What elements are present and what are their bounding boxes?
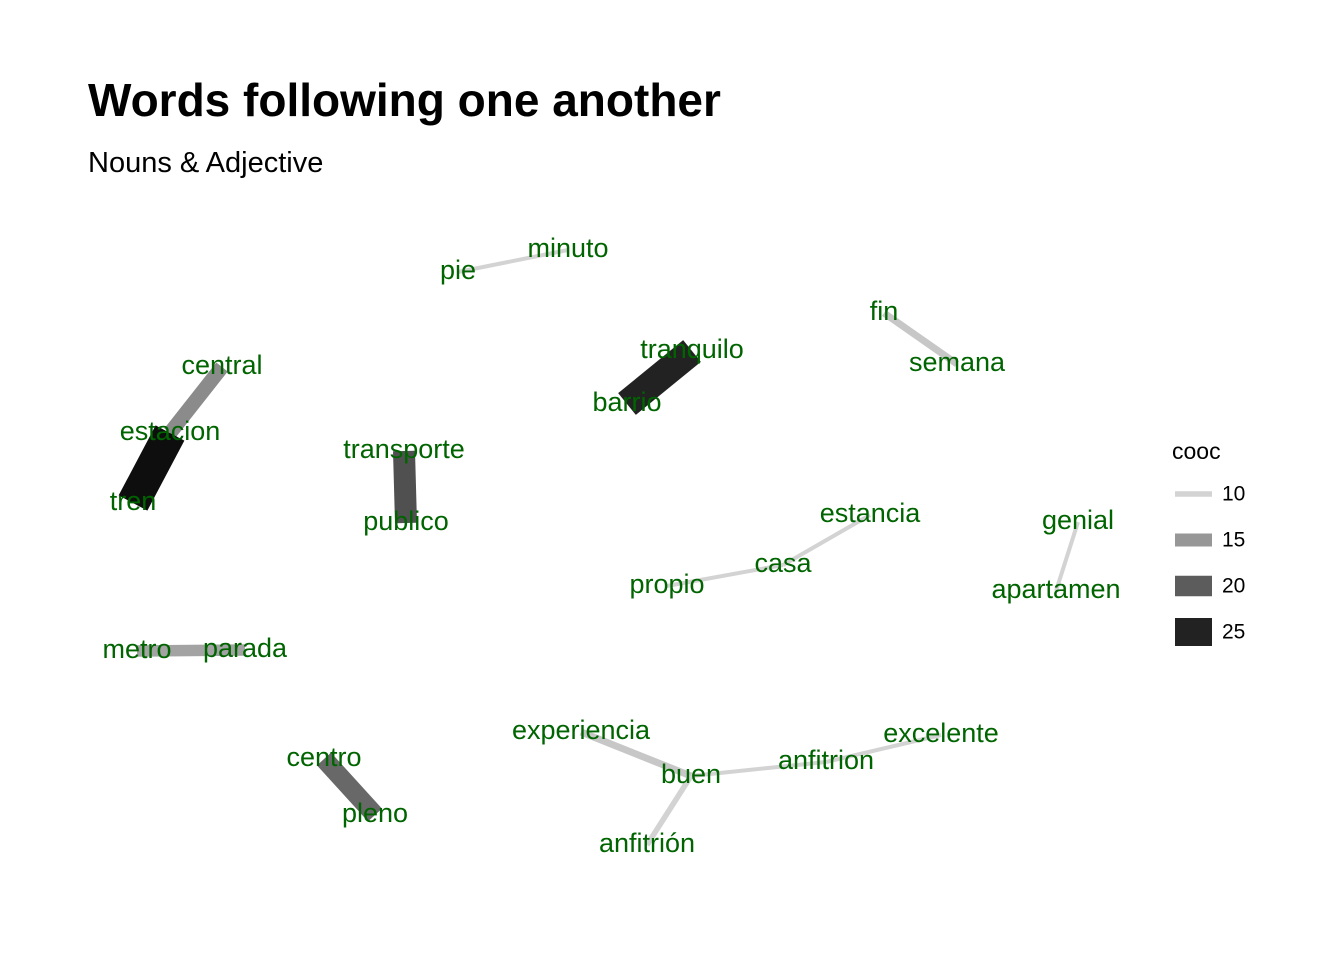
edge-fin-semana (881, 310, 960, 367)
node-label-excelente: excelente (883, 718, 999, 748)
node-label-pleno: pleno (342, 798, 408, 828)
legend-key-20 (1175, 575, 1212, 597)
legend-title: cooc (1172, 438, 1221, 464)
legend-label-10: 10 (1222, 483, 1245, 506)
edge-propio-casa (666, 563, 784, 588)
node-label-centro: centro (286, 742, 361, 772)
node-label-buen: buen (661, 759, 721, 789)
node-label-estancia: estancia (820, 498, 922, 528)
node-label-pie: pie (440, 255, 476, 285)
edge-centro-pleno (316, 752, 383, 822)
edge-buen-anfitrion (690, 760, 827, 778)
node-label-estacion: estacion (120, 416, 221, 446)
node-label-metro: metro (102, 634, 171, 664)
node-label-semana: semana (909, 347, 1006, 377)
legend-key-10 (1175, 491, 1212, 497)
node-label-transporte: transporte (343, 434, 465, 464)
edge-experiencia-buen (579, 728, 693, 780)
legend-label-20: 20 (1222, 575, 1245, 598)
chart-subtitle: Nouns & Adjective (88, 147, 323, 179)
edge-transporte-publico (393, 450, 417, 524)
legend-key-25 (1175, 618, 1212, 646)
node-label-central: central (181, 350, 262, 380)
edge-estacion-central (164, 362, 228, 438)
edge-metro-parada (136, 644, 246, 657)
chart-title: Words following one another (88, 74, 721, 126)
edge-genial-apartamen (1054, 521, 1080, 592)
legend-label-25: 25 (1222, 621, 1245, 644)
node-label-genial: genial (1042, 505, 1114, 535)
node-label-parada: parada (203, 633, 288, 663)
node-label-apartamen: apartamen (991, 574, 1120, 604)
node-label-publico: publico (363, 506, 449, 536)
node-label-experiencia: experiencia (512, 715, 651, 745)
node-label-casa: casa (754, 548, 812, 578)
edges-layer (118, 248, 1080, 847)
edge-barrio-tranquilo (618, 340, 701, 415)
node-label-minuto: minuto (527, 233, 608, 263)
node-label-tren: tren (110, 486, 157, 516)
legend-key-15 (1175, 533, 1212, 547)
legend: cooc 10 15 20 25 (1172, 438, 1245, 646)
node-label-fin: fin (870, 296, 899, 326)
edge-pie-minuto (457, 248, 569, 274)
edge-anfitrion-excelente (825, 733, 942, 764)
node-label-anfitrion: anfitrion (778, 745, 874, 775)
nodes-layer: minuto pie fin semana tranquilo barrio central… (102, 233, 1120, 858)
edge-casa-estancia (782, 513, 871, 567)
legend-label-15: 15 (1222, 529, 1245, 552)
edge-buen-anfitrión (644, 774, 694, 847)
edge-tren-estacion (118, 425, 185, 511)
node-label-propio: propio (629, 569, 704, 599)
node-label-anfitrión: anfitrión (599, 828, 695, 858)
node-label-tranquilo: tranquilo (640, 334, 744, 364)
node-label-barrio: barrio (592, 387, 661, 417)
